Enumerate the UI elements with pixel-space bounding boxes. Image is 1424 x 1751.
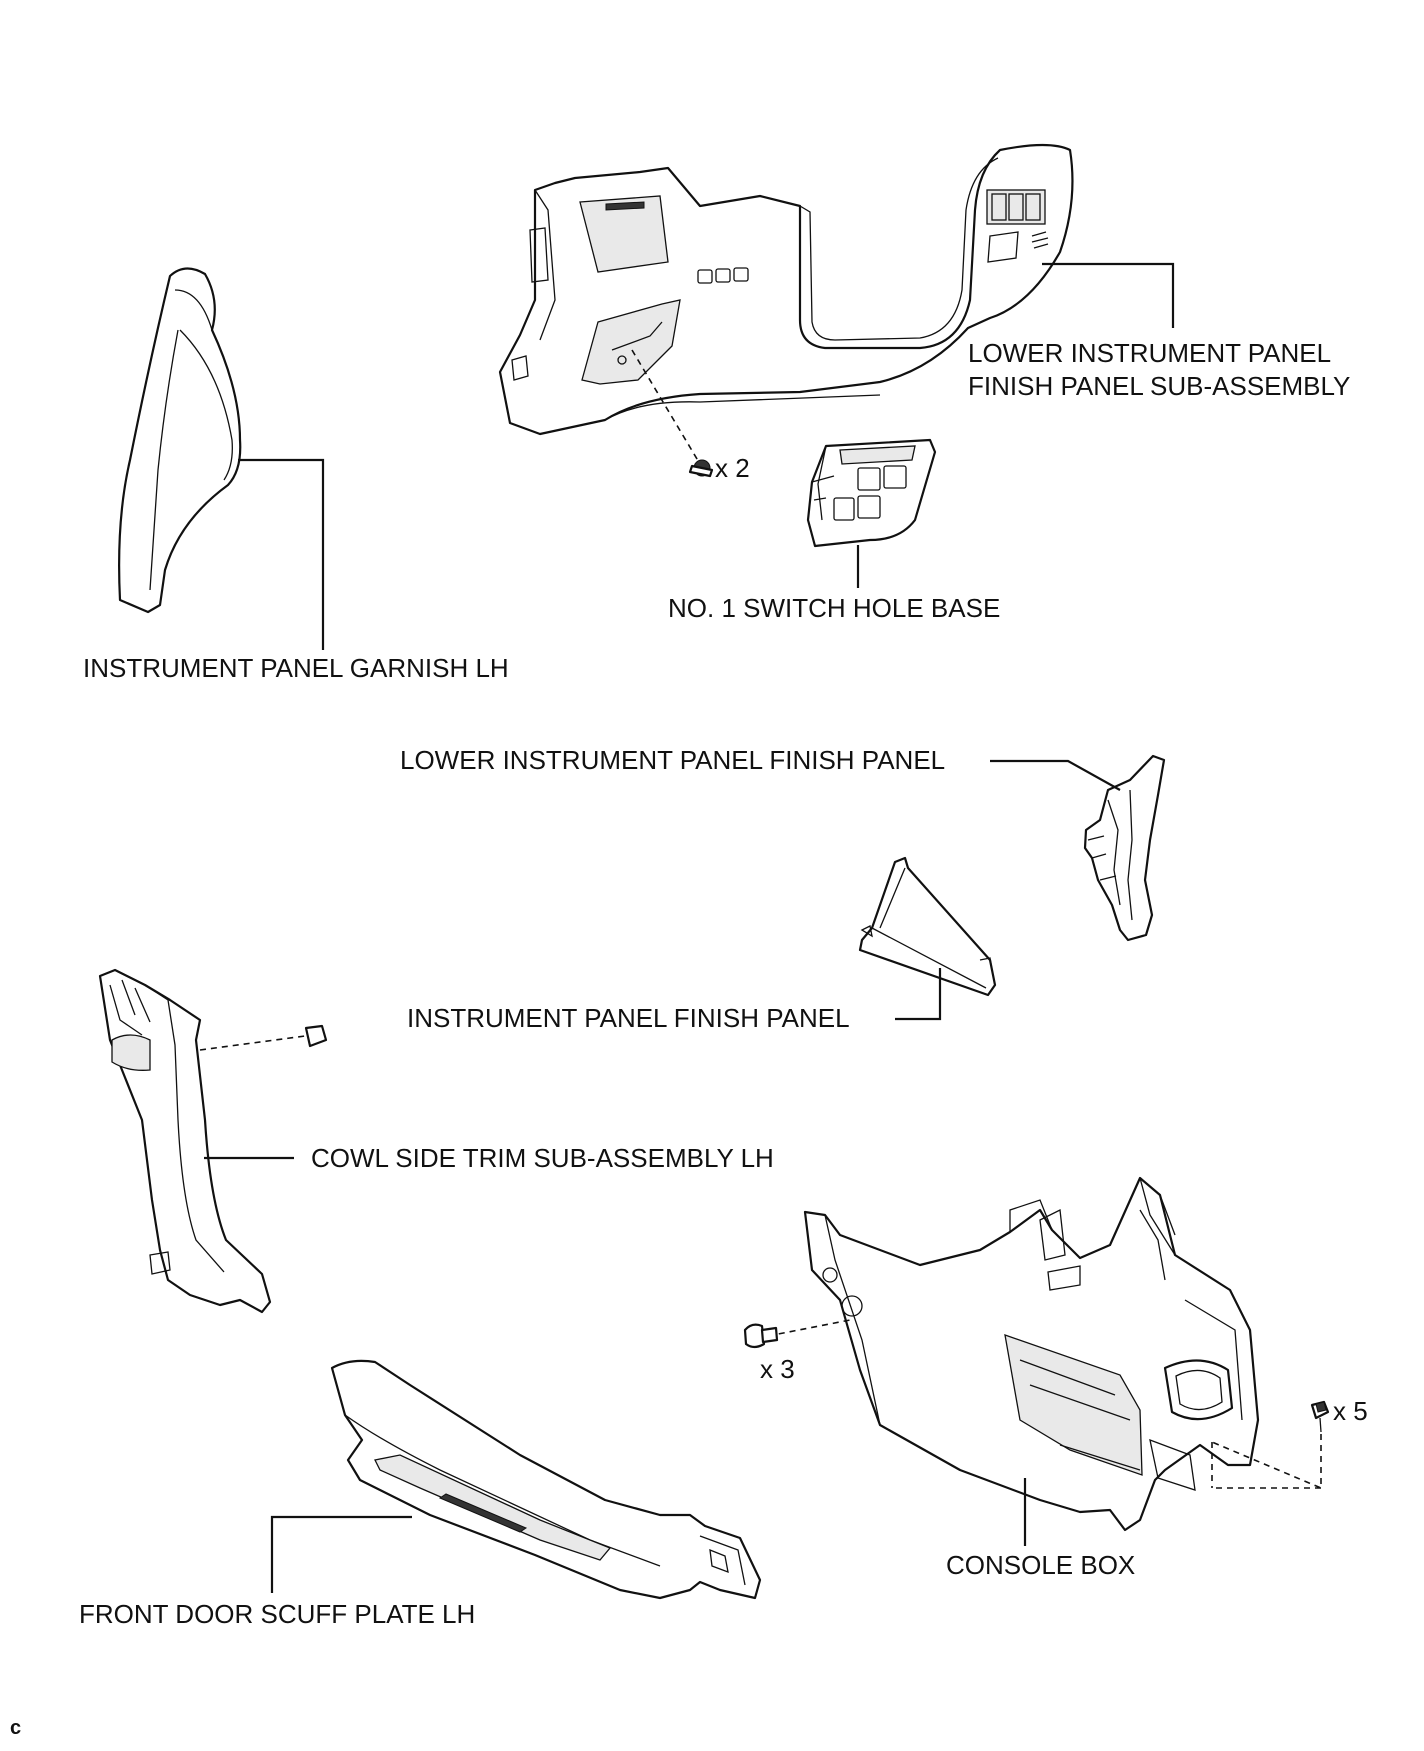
bolt-fastener-icon (1211, 1400, 1330, 1490)
cowl-side-trim-sub-assembly-lh-drawing (98, 968, 272, 1314)
label-lower-instrument-panel-finish-panel-sub-assembly-line2: FINISH PANEL SUB-ASSEMBLY (968, 371, 1351, 401)
cowl-clip-icon (199, 1024, 328, 1051)
lower-instrument-panel-finish-panel-drawing (1083, 754, 1166, 942)
front-door-scuff-plate-lh-drawing (330, 1359, 762, 1600)
label-lower-instrument-panel-finish-panel-sub-assembly-line1: LOWER INSTRUMENT PANEL (968, 338, 1332, 368)
leader-line-sub-assembly (1042, 262, 1175, 328)
instrument-panel-finish-panel-drawing (858, 856, 997, 997)
label-cowl-side-trim-sub-assembly-lh: COWL SIDE TRIM SUB-ASSEMBLY LH (311, 1143, 774, 1173)
lower-instrument-panel-finish-panel-sub-assembly-drawing (498, 143, 1074, 436)
console-box-drawing (803, 1176, 1260, 1532)
bolt-qty-label: x 5 (1333, 1396, 1368, 1426)
label-no1-switch-hole-base: NO. 1 SWITCH HOLE BASE (668, 593, 1001, 623)
leader-line-garnish (238, 458, 325, 650)
label-front-door-scuff-plate-lh: FRONT DOOR SCUFF PLATE LH (79, 1599, 476, 1629)
label-lower-instrument-panel-finish-panel: LOWER INSTRUMENT PANEL FINISH PANEL (400, 745, 946, 775)
leader-line-finish-panel (895, 968, 942, 1021)
label-console-box: CONSOLE BOX (946, 1550, 1136, 1580)
label-instrument-panel-garnish-lh: INSTRUMENT PANEL GARNISH LH (83, 653, 509, 683)
leader-line-lower-finish-panel (990, 759, 1121, 791)
no1-switch-hole-base-drawing (806, 438, 937, 548)
clip-qty-label: x 3 (760, 1354, 795, 1384)
label-instrument-panel-finish-panel: INSTRUMENT PANEL FINISH PANEL (407, 1003, 850, 1033)
instrument-panel-garnish-lh-drawing (118, 267, 242, 614)
leader-line-scuff-plate (270, 1515, 412, 1593)
clip-fastener-icon (743, 1319, 851, 1349)
corner-mark: c (10, 1717, 22, 1739)
screw-qty-label: x 2 (715, 453, 750, 483)
screw-fastener-icon (631, 349, 714, 478)
